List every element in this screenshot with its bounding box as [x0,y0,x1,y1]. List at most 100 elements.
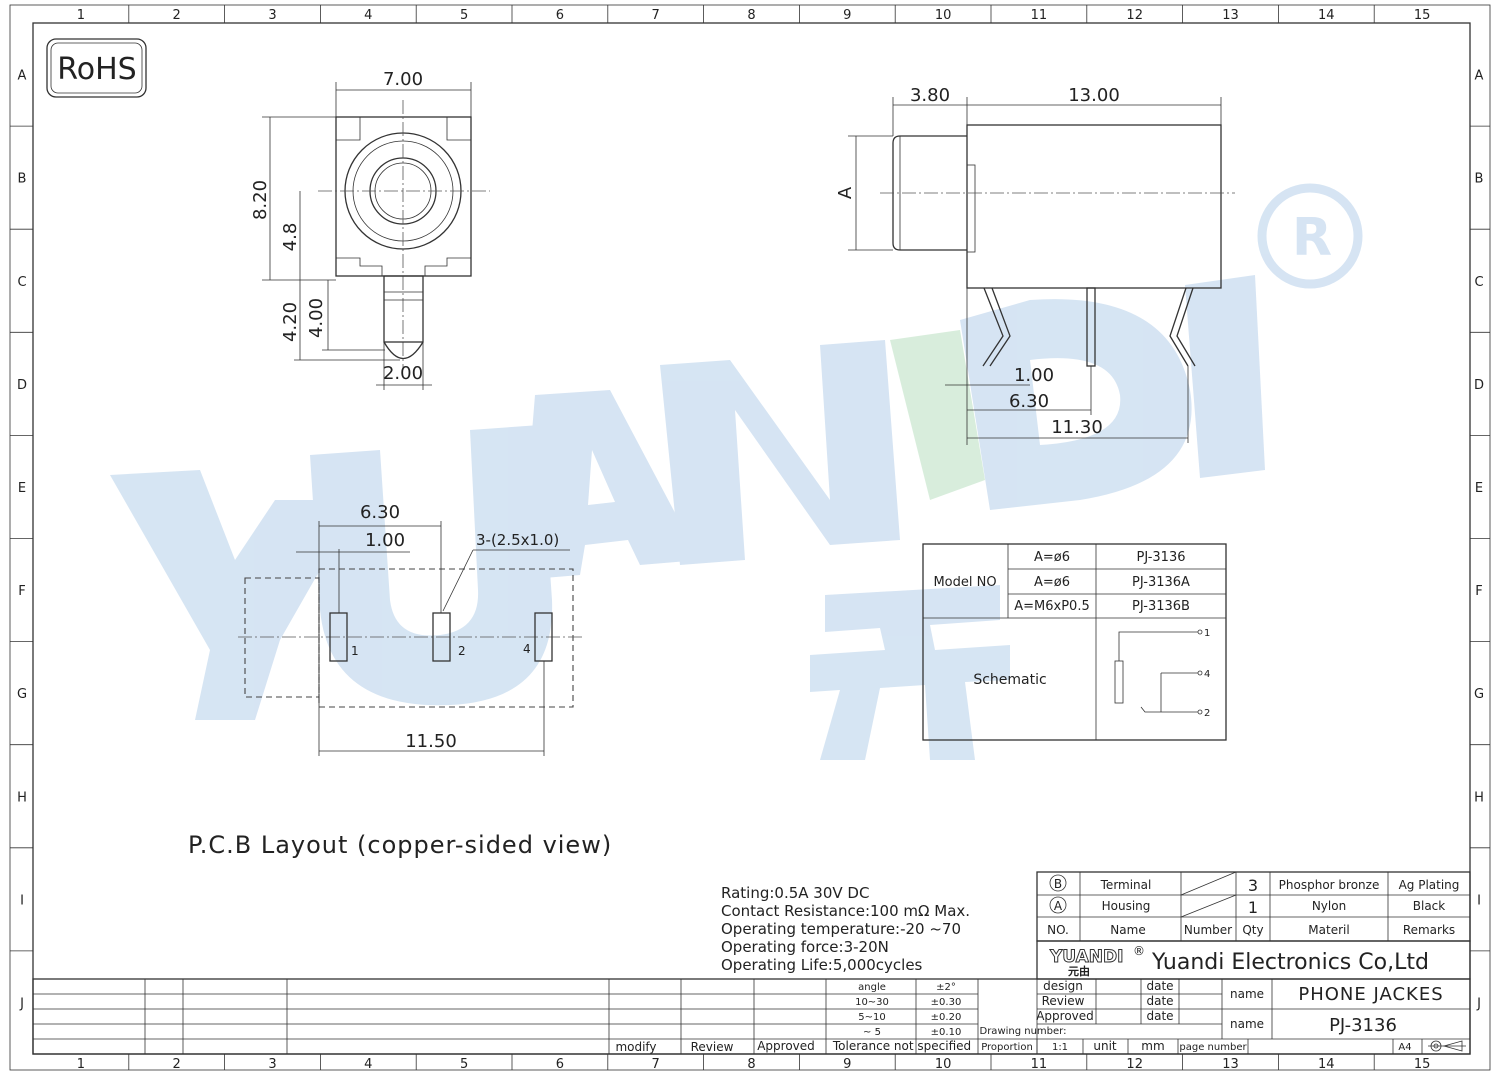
grid-row-label: G [17,687,27,702]
grid-column-label: 11 [1031,1057,1048,1072]
grid-column-label: 4 [364,8,372,23]
grid-row-label: H [17,790,27,805]
grid-column-label: 8 [747,1057,755,1072]
title-block: modify Review Approved angle ±2° 10~30 ±… [32,978,1471,1055]
grid-row-label: F [18,584,25,599]
schematic-label: Schematic [973,672,1046,688]
model-name-2: PJ-3136A [1132,575,1190,590]
tb-proportion: Proportion [981,1042,1033,1053]
dim-center: 4.8 [280,223,301,252]
rev-modify: modify [615,1040,656,1054]
grid-row-label: E [1475,481,1483,496]
bom-header-no: NO. [1047,923,1069,937]
tb-date: date [1146,1009,1173,1023]
bom-no-b: B [1054,877,1062,891]
projection-symbol-icon [1428,1040,1466,1052]
grid-column-label: 1 [77,1057,85,1072]
tb-date: date [1146,979,1173,993]
grid-row-label: B [18,172,27,187]
company-name: Yuandi Electronics Co,Ltd [1151,950,1429,975]
bom-material: Phosphor bronze [1279,878,1380,892]
svg-text:R: R [1292,208,1332,268]
grid-row-label: H [1474,790,1484,805]
bom-remarks: Ag Plating [1399,878,1460,892]
grid-column-label: 7 [652,8,660,23]
tol-key: ~ 5 [863,1027,881,1038]
model-header: Model NO [933,575,996,590]
schem-pin-4: 4 [1204,669,1210,680]
tb-name-label: name [1230,987,1264,1001]
bom-header-remarks: Remarks [1403,923,1455,937]
bom-remarks: Black [1413,899,1446,913]
dim-pin2: 6.30 [1009,391,1049,412]
rohs-label: RoHS [57,52,136,87]
tb-review: Review [1042,994,1085,1008]
grid-column-label: 9 [843,8,851,23]
pcb-dim-width: 11.50 [405,731,457,752]
spec-line: Operating force:3-20N [721,938,889,956]
grid-column-label: 3 [268,8,276,23]
pad-1 [329,612,348,662]
side-view: 3.80 13.00 A 1.00 6.30 11.30 [835,85,1235,445]
tb-unit: unit [1093,1039,1117,1053]
tb-page-number: page number [1179,1042,1247,1053]
grid-column-label: 12 [1126,1057,1143,1072]
grid-column-label: 8 [747,8,755,23]
tol-val: ±0.10 [931,1027,962,1038]
grid-column-label: 6 [556,1057,564,1072]
tol-val: ±0.20 [931,1012,962,1023]
company-reg: ® [1133,944,1145,958]
company-logo: YUANDI [1049,947,1123,967]
grid-column-label: 6 [556,8,564,23]
bom-header-name: Name [1110,923,1145,937]
dim-pin-len: 4.20 [280,302,301,342]
grid-column-label: 2 [173,1057,181,1072]
bom-qty: 1 [1248,898,1258,917]
pad-4 [534,612,553,662]
tol-key: 10~30 [855,997,889,1008]
dim-pin3: 11.30 [1051,417,1103,438]
grid-column-label: 10 [935,8,952,23]
bom-no-a: A [1054,899,1063,913]
grid-column-label: 13 [1222,8,1239,23]
grid-column-label: 10 [935,1057,952,1072]
dim-height: 8.20 [250,180,271,220]
spec-line: Rating:0.5A 30V DC [721,884,869,902]
grid-row-label: F [1475,584,1482,599]
grid-column-label: 14 [1318,1057,1335,1072]
tol-footer: Tolerance not specified [832,1039,971,1053]
spec-line: Operating Life:5,000cycles [721,956,923,974]
tb-scale: 1:1 [1052,1042,1068,1053]
bom-name: Terminal [1100,878,1152,892]
outer-border [9,4,1491,1071]
tol-key: 5~10 [858,1012,885,1023]
tb-part: PJ-3136 [1329,1015,1397,1036]
grid-column-label: 1 [77,8,85,23]
pcb-dim-d1: 6.30 [360,502,400,523]
bom-header-number: Number [1184,923,1232,937]
dim-body: 13.00 [1068,85,1120,106]
bom-material: Nylon [1312,899,1346,913]
grid-row-label: I [20,893,24,908]
tb-product: PHONE JACKES [1298,984,1443,1005]
model-name-1: PJ-3136 [1137,550,1186,565]
rev-approved: Approved [757,1039,815,1053]
schematic-symbol: 1 4 2 [1114,628,1210,719]
model-a-2: A=ø6 [1034,575,1070,590]
tb-design: design [1043,979,1083,993]
pad-label-4: 4 [523,642,531,656]
pad-label-1: 1 [351,644,359,658]
bom-table: B A Terminal Housing 3 1 Phosphor bronze… [1036,871,1471,942]
grid-column-label: 7 [652,1057,660,1072]
tb-size: A4 [1398,1042,1411,1053]
tb-drawing-number: Drawing number: [980,1026,1067,1037]
rohs-badge: RoHS [46,38,147,98]
tol-val: ±2° [936,982,956,993]
grid-row-label: D [17,378,27,393]
model-a-3: A=M6xP0.5 [1014,599,1089,614]
dim-pin-len2: 4.00 [306,298,327,338]
tol-key: angle [858,982,886,993]
bom-header-material: Materil [1308,923,1349,937]
grid-row-label: C [17,275,26,290]
